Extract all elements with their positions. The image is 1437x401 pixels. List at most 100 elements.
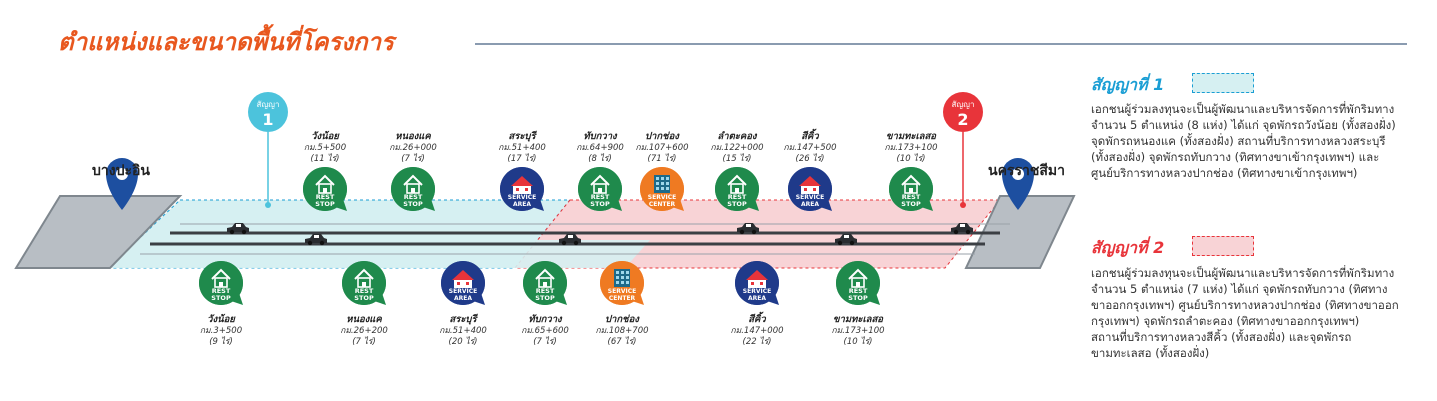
contract-pin-number: 2 [957, 110, 968, 129]
description-line: เอกชนผู้ร่วมลงทุนจะเป็นผู้พัฒนาและบริหาร… [1091, 102, 1395, 116]
contract-pin-dot [265, 202, 271, 208]
office-building-icon [614, 269, 630, 287]
description-line: จำนวน 5 ตำแหน่ง (8 แห่ง) ได้แก่ จุดพักรถ… [1091, 118, 1396, 132]
marker-label-line1: REST [355, 287, 374, 295]
marker-label-line1: SERVICE [796, 194, 824, 201]
marker-label-line1: REST [591, 193, 610, 201]
station-name: วังน้อย [207, 313, 236, 325]
marker-label-line2: STOP [727, 200, 747, 208]
house-icon [211, 268, 231, 288]
description-line: เอกชนผู้ร่วมลงทุนจะเป็นผู้พัฒนาและบริหาร… [1091, 266, 1395, 280]
marker-label-line1: REST [316, 193, 335, 201]
house-icon [848, 268, 868, 288]
marker-label-line2: CENTER [649, 201, 676, 208]
contract-pin-icon [248, 92, 288, 132]
station-km: กม.147+000 [730, 326, 783, 336]
contract-2-heading: สัญญาที่ 2 [1091, 238, 1165, 257]
building-icon [799, 176, 821, 194]
location-pin-icon [106, 158, 138, 210]
station-name: ปากช่อง [605, 314, 640, 325]
marker-label-line1: REST [902, 193, 921, 201]
contract-pin-label: สัญญา [951, 100, 974, 109]
car-icon [737, 223, 759, 235]
location-pin-icon [1002, 158, 1034, 210]
station-area: (9 ไร่) [209, 336, 233, 347]
building-icon [746, 270, 768, 288]
marker-label-line1: REST [728, 193, 747, 201]
station-area: (22 ไร่) [743, 336, 772, 347]
description-line: (ทั้งสองฝั่ง) จุดพักรถทับกวาง (ทิศทางขาเ… [1091, 150, 1380, 164]
marker-label-line1: SERVICE [508, 194, 536, 201]
station-name: ทับกวาง [583, 131, 618, 142]
station-area: (67 ไร่) [608, 336, 637, 347]
station-area: (71 ไร่) [648, 153, 677, 164]
marker-label-line2: AREA [748, 295, 766, 302]
marker-label-line2: STOP [403, 200, 423, 208]
station-area: (20 ไร่) [449, 336, 478, 347]
station-km: กม.51+400 [498, 143, 546, 153]
description-line: สถานที่บริการทางหลวงสีคิ้ว (ทั้งสองฝั่ง)… [1091, 330, 1352, 344]
station-km: กม.147+500 [783, 143, 836, 153]
marker-label-line2: STOP [901, 200, 921, 208]
station-area: (26 ไร่) [796, 153, 825, 164]
station-name: ปากช่อง [645, 131, 680, 142]
station-name: หนองแค [346, 314, 382, 325]
station-km: กม.26+000 [389, 143, 437, 153]
station-area: (7 ไร่) [401, 153, 425, 164]
building-icon [511, 176, 533, 194]
car-icon [951, 223, 973, 235]
building-icon [452, 270, 474, 288]
marker-label-line2: AREA [454, 295, 472, 302]
station-name: ทับกวาง [528, 314, 563, 325]
station-km: กม.122+000 [710, 143, 763, 153]
house-icon [535, 268, 555, 288]
car-icon [835, 234, 857, 246]
city-label-start: บางปะอิน [92, 163, 150, 179]
station-area: (15 ไร่) [723, 153, 752, 164]
house-icon [727, 174, 747, 194]
station-area: (11 ไร่) [311, 153, 340, 164]
contract-pin-label: สัญญา [256, 100, 279, 109]
contract-pin-number: 1 [262, 110, 273, 129]
station-area: (17 ไร่) [508, 153, 537, 164]
station-area: (7 ไร่) [352, 336, 376, 347]
marker-label-line2: CENTER [609, 295, 636, 302]
contract-2-swatch [1192, 236, 1254, 256]
marker-label-line2: AREA [801, 201, 819, 208]
contract-1-swatch [1192, 73, 1254, 93]
marker-label-line2: STOP [848, 294, 868, 302]
station-km: กม.26+200 [340, 326, 388, 336]
station-name: สระบุรี [449, 313, 478, 325]
car-icon [559, 234, 581, 246]
station-area: (8 ไร่) [588, 153, 612, 164]
road-end-left [14, 195, 183, 269]
station-km: กม.5+500 [304, 143, 346, 153]
description-line: ศูนย์บริการทางหลวงปากช่อง (ทิศทางขาเข้าก… [1091, 166, 1358, 180]
car-icon [227, 223, 249, 235]
marker-label-line2: STOP [590, 200, 610, 208]
marker-label-line2: STOP [315, 200, 335, 208]
station-km: กม.3+500 [200, 326, 242, 336]
marker-label-line1: SERVICE [449, 288, 477, 295]
station-name: วังน้อย [311, 130, 340, 142]
contract-1-heading: สัญญาที่ 1 [1091, 75, 1165, 94]
marker-label-line1: SERVICE [648, 194, 676, 201]
